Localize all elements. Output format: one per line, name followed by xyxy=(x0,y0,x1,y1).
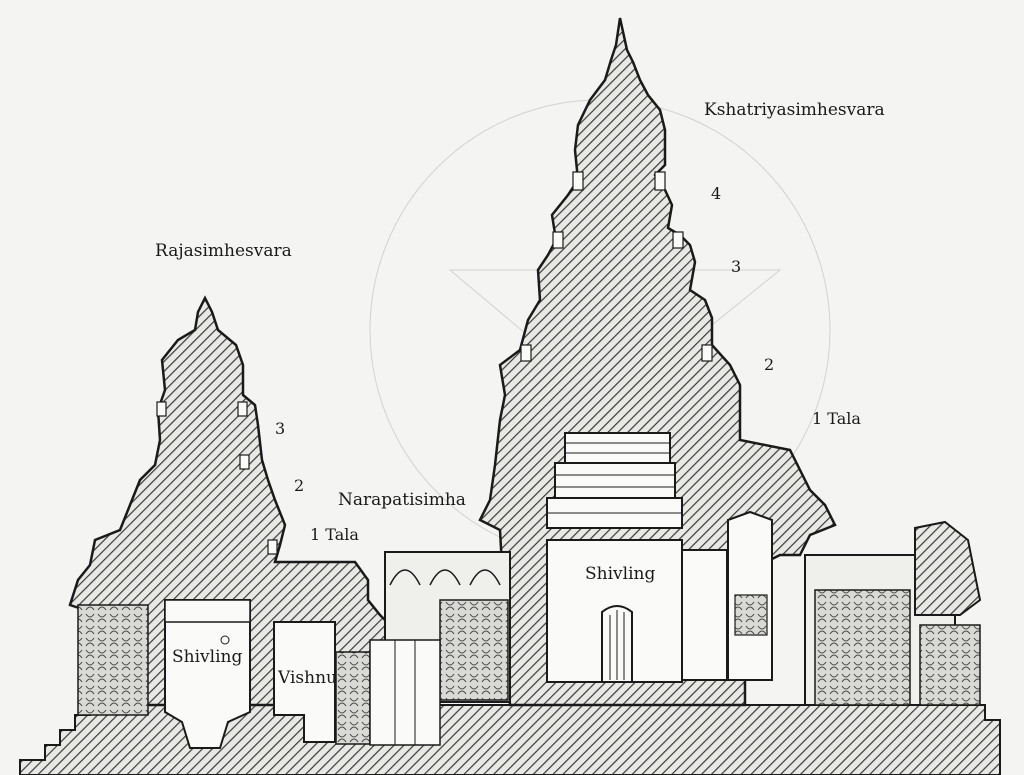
kshatriyasimhesvara-label: Kshatriyasimhesvara xyxy=(704,100,885,120)
kshatriya-tier-2-label: 2 xyxy=(764,355,775,374)
rajasimha-sanctum xyxy=(164,599,251,749)
rajasimhesvara-label: Rajasimhesvara xyxy=(155,241,292,261)
kshatriya-tier-3-label: 3 xyxy=(731,257,742,276)
vishnu-chamber xyxy=(273,621,441,746)
kshatriya-tier-1-label: 1 Tala xyxy=(812,409,861,428)
ground-base xyxy=(19,704,1001,775)
rajasimha-tier-1-label: 1 Tala xyxy=(310,525,359,544)
shivling-small-label: Shivling xyxy=(172,647,243,667)
right-mandapa xyxy=(804,520,982,706)
vishnu-label: Vishnu xyxy=(278,668,337,688)
kshatriya-sanctum xyxy=(546,432,773,683)
narapatisimha-label: Narapatisimha xyxy=(338,490,466,510)
tower-ornaments xyxy=(156,171,713,555)
rajasimha-tier-3-label: 3 xyxy=(275,419,286,438)
rajasimha-tier-2-label: 2 xyxy=(294,476,305,495)
left-relief-wall xyxy=(77,604,149,716)
kshatriya-tier-4-label: 4 xyxy=(711,184,722,203)
shivling-large-label: Shivling xyxy=(585,564,656,584)
